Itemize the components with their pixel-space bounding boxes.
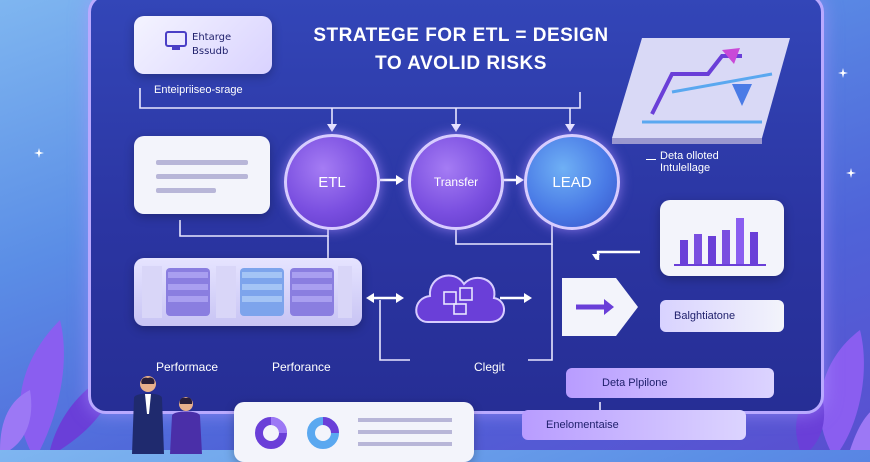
- environment-pill: Enelomentaise: [522, 410, 746, 440]
- trend-arrow-chart: [612, 34, 792, 144]
- server-rack-card: [134, 258, 362, 326]
- storage-card-line1: Ehtarge: [192, 32, 231, 43]
- monitor-icon: [164, 30, 190, 52]
- title-line2: TO AVOLID RISKS: [296, 50, 626, 78]
- storage-caption: Enteipriiseo-srage: [154, 84, 243, 96]
- right-pill-label: Balghtiatone: [660, 300, 784, 332]
- storage-card: Ehtarge Bssudb: [134, 16, 272, 74]
- page-title: STRATEGE FOR ETL = DESIGN TO AVOLID RISK…: [296, 22, 626, 78]
- storage-card-line2: Bssudb: [192, 46, 228, 57]
- next-arrow-card: [560, 272, 640, 342]
- cloud-label: Clegit: [474, 360, 505, 374]
- database-stack-icon: [138, 262, 358, 322]
- summary-card: [234, 402, 474, 462]
- insight-line1: Deta olloted: [660, 150, 770, 162]
- performance-label-1: Performace: [156, 360, 218, 374]
- cloud-icon: [408, 260, 508, 340]
- load-node: LEAD: [524, 134, 620, 230]
- etl-node: ETL: [284, 134, 380, 230]
- transfer-node: Transfer: [408, 134, 504, 230]
- insight-caption: Deta olloted Intulellage: [660, 150, 770, 174]
- bar-chart-card: [660, 200, 784, 276]
- donut-chart-icon: [306, 416, 340, 450]
- business-people-illustration: [118, 374, 208, 454]
- bar-chart-icon: [674, 212, 774, 268]
- pipeline-pill: Deta Plpilone: [566, 368, 774, 398]
- infographic-stage: Ehtarge Bssudb Enteipriiseo-srage STRATE…: [0, 0, 870, 450]
- source-card: [134, 136, 270, 214]
- donut-chart-icon: [254, 416, 288, 450]
- performance-label-2: Perforance: [272, 360, 331, 374]
- insight-line2: Intulellage: [660, 162, 770, 174]
- title-line1: STRATEGE FOR ETL = DESIGN: [296, 22, 626, 50]
